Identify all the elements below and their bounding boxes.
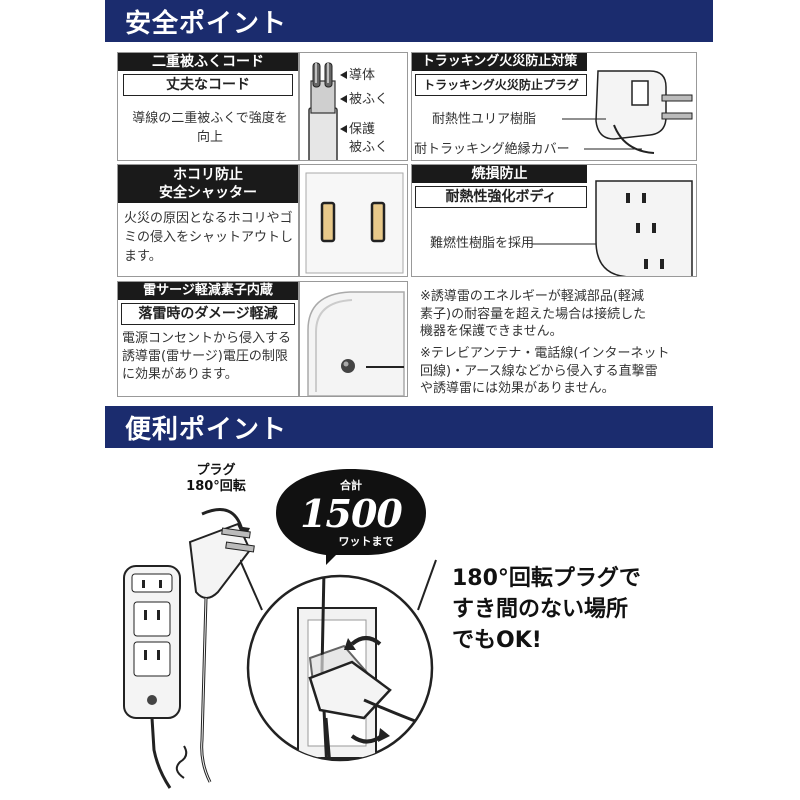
insulation-label: 被ふく <box>349 92 389 107</box>
outlet-shutter-illustration <box>305 172 404 274</box>
convenience-points-banner: 便利ポイント <box>105 406 713 448</box>
conductor-label: 導体 <box>349 68 376 83</box>
caption-line-2: すき間のない場所 <box>452 597 629 622</box>
surge-note-1: ※誘導雷のエネルギーが軽減部品(軽減 素子)の耐容量を超えた場合は接続した 機器… <box>420 289 647 339</box>
rotating-plug-caption: 180°回転プラグで すき間のない場所 でもOK! <box>452 563 641 656</box>
tracking-leader-lines <box>562 118 642 150</box>
safety-points-banner: 安全ポイント <box>105 0 713 42</box>
dust-shutter-panel: ホコリ防止 安全シャッター 火災の原因となるホコリやゴミの侵入をシャットアウトし… <box>117 164 299 277</box>
cord-cross-section-illustration <box>308 62 347 160</box>
surge-note-2: ※テレビアンテナ・電話線(インターネット 回線)・アース線などから侵入する直撃雷… <box>420 346 670 396</box>
insulation-cover-label: 耐トラッキング絶縁カバー <box>414 142 570 157</box>
wattage-sticker: 合計 1500 ワットまで <box>272 465 430 565</box>
urea-resin-label: 耐熱性ユリア樹脂 <box>432 112 537 127</box>
cord-description: 導線の二重被ふくで強度を向上 <box>132 111 288 145</box>
tracking-title: トラッキング火災防止対策 <box>412 53 587 71</box>
power-strip-illustration <box>123 508 255 789</box>
shutter-illustration-panel <box>299 164 408 277</box>
caption-line-1: 180°回転プラグで <box>452 566 641 591</box>
dust-shutter-description: 火災の原因となるホコリやゴミの侵入をシャットアウトします。 <box>124 211 294 264</box>
dust-shutter-title-line-1: ホコリ防止 <box>173 167 243 183</box>
burn-prevention-subtitle: 耐熱性強化ボディ <box>415 186 587 208</box>
convenience-points-heading: 便利ポイント <box>125 415 288 445</box>
surge-illustration-panel <box>299 281 408 397</box>
cord-subtitle: 丈夫なコード <box>123 74 293 96</box>
power-strip-body-illustration <box>595 180 693 276</box>
wattage-sticker-shape <box>276 469 426 565</box>
wattage-total-label: 合計 <box>340 479 362 492</box>
tracking-plug-illustration <box>595 70 693 154</box>
plug-rotation-label: プラグ 180°回転 <box>176 463 256 495</box>
safety-points-heading: 安全ポイント <box>125 9 288 39</box>
plug-rotation-label-line-2: 180°回転 <box>186 479 246 494</box>
surge-protection-panel: 雷サージ軽減素子内蔵 落雷時のダメージ軽減 電源コンセントから侵入する誘導雷(雷… <box>117 281 299 397</box>
wattage-unit-label: ワットまで <box>338 535 394 548</box>
magnified-outlet-illustration <box>240 559 437 762</box>
surge-subtitle: 落雷時のダメージ軽減 <box>121 303 295 325</box>
cord-title: 二重被ふくコード <box>118 53 298 71</box>
surge-indicator-illustration <box>307 291 405 396</box>
tracking-panel: トラッキング火災防止対策 トラッキング火災防止プラグ 耐熱性ユリア樹脂 耐トラッ… <box>411 52 697 161</box>
dust-shutter-title-line-2: 安全シャッター <box>159 185 257 201</box>
protective-label: 保護 <box>349 122 376 137</box>
burn-prevention-title: 焼損防止 <box>412 165 587 183</box>
surge-description: 電源コンセントから侵入する誘導雷(雷サージ)電圧の制限に効果があります。 <box>122 331 292 382</box>
wattage-number: 1500 <box>300 491 403 536</box>
cord-illustration-panel: 導体 被ふく 保護 被ふく <box>299 52 408 161</box>
tracking-subtitle: トラッキング火災防止プラグ <box>415 74 587 96</box>
plug-rotation-label-line-1: プラグ <box>196 463 236 478</box>
surge-title: 雷サージ軽減素子内蔵 <box>118 282 298 300</box>
dust-shutter-title: ホコリ防止 安全シャッター <box>118 165 298 203</box>
caption-line-3: でもOK! <box>452 628 542 653</box>
cord-panel: 二重被ふくコード 丈夫なコード 導線の二重被ふくで強度を向上 <box>117 52 299 161</box>
burn-prevention-panel: 焼損防止 耐熱性強化ボディ 難燃性樹脂を採用 <box>411 164 697 277</box>
sheath-label: 被ふく <box>349 140 389 155</box>
flame-retardant-label: 難燃性樹脂を採用 <box>430 236 535 251</box>
